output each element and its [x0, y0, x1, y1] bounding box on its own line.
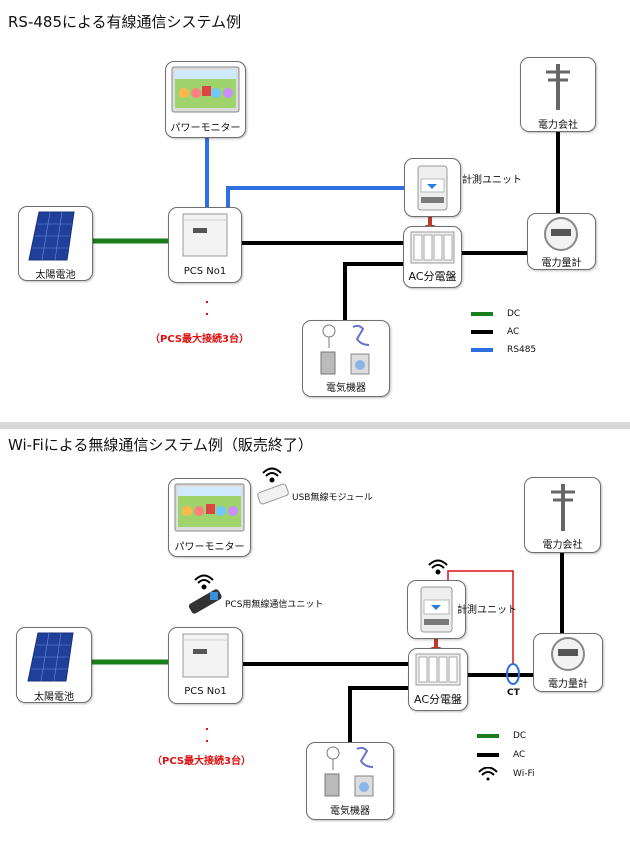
top-measure-unit	[404, 158, 461, 217]
bottom-section-title: Wi-Fiによる無線通信システム例（販売終了）	[8, 436, 313, 454]
top-legend-dc: DC	[471, 309, 520, 319]
monitor-screen-icon	[171, 66, 240, 113]
top-power-company-label: 電力会社	[538, 120, 578, 131]
bottom-solar-label: 太陽電池	[34, 692, 74, 703]
bottom-pcs: PCS No1	[168, 627, 243, 704]
bottom-power-monitor-label: パワーモニター	[174, 542, 245, 553]
utility-pole-icon	[551, 484, 575, 531]
solar-panel-icon	[28, 211, 75, 261]
bottom-appliances: 電気機器	[306, 742, 394, 820]
electric-meter-icon	[544, 217, 578, 251]
pcs-wireless-unit-icon	[188, 589, 222, 614]
breaker-icon	[415, 653, 461, 686]
pcs-inverter-icon	[182, 633, 229, 678]
solar-panel-icon	[27, 632, 74, 682]
top-appliances: 電気機器	[302, 320, 390, 397]
bottom-ac-panel: AC分電盤	[408, 648, 468, 711]
bottom-meter-label: 電力量計	[548, 679, 588, 690]
top-solar-label: 太陽電池	[35, 270, 76, 281]
appliances-icon	[320, 324, 370, 375]
usb-module-icon	[257, 483, 289, 505]
breaker-icon	[410, 231, 455, 264]
top-power-monitor: パワーモニター	[165, 61, 246, 138]
top-power-monitor-label: パワーモニター	[170, 123, 241, 134]
wifi-icon	[428, 559, 448, 575]
measure-unit-icon	[420, 586, 453, 633]
ct-sensor-icon	[506, 663, 520, 685]
ct-label: CT	[507, 688, 520, 698]
bottom-measure-unit-label: 計測ユニット	[457, 605, 517, 616]
bottom-ac-panel-label: AC分電盤	[413, 693, 462, 706]
top-meter: 電力量計	[527, 213, 596, 270]
top-pcs-label: PCS No1	[183, 266, 227, 277]
top-measure-unit-label: 計測ユニット	[462, 175, 522, 186]
bottom-measure-unit	[407, 580, 466, 639]
top-legend-ac: AC	[471, 327, 519, 337]
appliances-icon	[324, 746, 374, 797]
top-section-title: RS-485による有線通信システム例	[8, 13, 242, 31]
measure-unit-icon	[417, 165, 448, 211]
top-legend-rs485: RS485	[471, 345, 536, 355]
top-appliances-label: 電気機器	[326, 383, 366, 394]
top-rs485-pcs-unit	[226, 186, 405, 207]
bottom-appliances-label: 電気機器	[330, 806, 370, 817]
monitor-screen-icon	[174, 483, 245, 532]
top-ac-panel-label: AC分電盤	[408, 270, 457, 283]
bottom-legend-ac: AC	[477, 750, 525, 760]
section-divider	[0, 422, 630, 429]
bottom-pcs-wireless-label: PCS用無線通信ユニット	[225, 600, 324, 610]
top-ac-panel: AC分電盤	[403, 226, 462, 288]
bottom-pcs-label: PCS No1	[184, 686, 227, 697]
wifi-icon	[194, 574, 214, 590]
pcs-inverter-icon	[182, 213, 228, 257]
top-pcs: PCS No1	[168, 207, 242, 283]
bottom-power-monitor: パワーモニター	[168, 478, 251, 557]
top-ac-wire-appliances	[343, 262, 403, 322]
utility-pole-icon	[546, 64, 570, 110]
bottom-ac-wire-appliances	[348, 686, 408, 742]
top-pcs-max-note: （PCS最大接続3台）	[150, 334, 250, 345]
top-solar-panel: 太陽電池	[18, 206, 93, 281]
top-meter-label: 電力量計	[541, 258, 582, 269]
top-power-company: 電力会社	[520, 57, 596, 132]
bottom-legend-wifi: Wi-Fi	[477, 767, 534, 781]
bottom-usb-module-label: USB無線モジュール	[292, 493, 373, 503]
bottom-solar-panel: 太陽電池	[16, 627, 92, 703]
bottom-power-company-label: 電力会社	[542, 540, 583, 551]
bottom-pcs-max-note: （PCS最大接続3台）	[152, 756, 252, 767]
wifi-icon	[478, 767, 498, 781]
electric-meter-icon	[551, 637, 585, 671]
bottom-legend-dc: DC	[477, 731, 526, 741]
wifi-icon	[262, 467, 282, 483]
bottom-power-company: 電力会社	[524, 477, 601, 553]
bottom-meter: 電力量計	[533, 633, 603, 692]
